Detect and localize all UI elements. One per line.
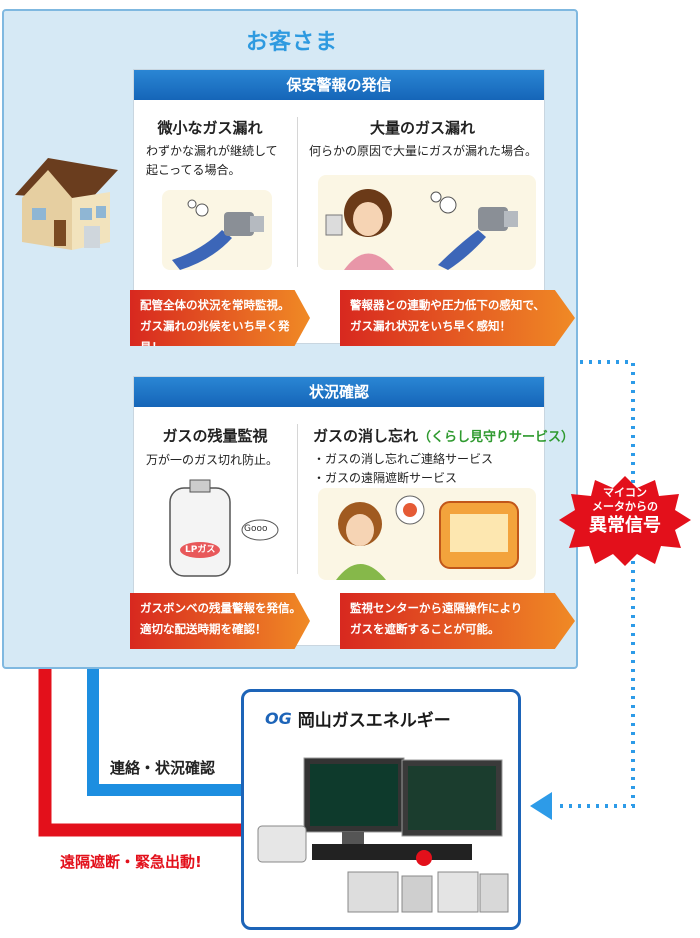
alarm-divider — [297, 117, 298, 267]
company-logo: OG 岡山ガスエネルギー — [265, 706, 451, 731]
major-leak-arrow: 警報器との連動や圧力低下の感知で、 ガス漏れ状況をいち早く感知！ — [340, 290, 575, 346]
forgot-title: ガスの消し忘れ — [313, 427, 418, 445]
contact-label: 連絡・状況確認 — [110, 757, 215, 778]
emergency-label: 遠隔遮断・緊急出動! — [60, 851, 202, 872]
lp-cylinder-illustration: LPガス Gooo — [160, 478, 280, 578]
major-leak-illustration — [318, 175, 536, 270]
remaining-arrow: ガスボンベの残量警報を発信。 適切な配送時期を確認！ — [130, 593, 310, 649]
minor-leak-illustration — [162, 190, 272, 270]
signal-arrowhead — [530, 792, 552, 820]
status-divider — [297, 424, 298, 574]
forgot-service: （くらし見守りサービス） — [418, 430, 574, 445]
gooo-bubble: Gooo — [244, 524, 268, 534]
forgot-bullets: ・ガスの消し忘れご連絡サービス ・ガスの遠隔遮断サービス — [313, 450, 493, 488]
major-leak-desc: 何らかの原因で大量にガスが漏れた場合。 — [309, 142, 537, 161]
remaining-desc: 万が一のガス切れ防止。 — [146, 451, 278, 470]
minor-leak-desc: わずかな漏れが継続して 起こってる場合。 — [146, 142, 278, 180]
customer-title: お客さま — [0, 24, 584, 56]
house-icon — [10, 150, 120, 260]
forgot-illustration — [318, 488, 536, 580]
logo-mark: OG — [265, 709, 292, 728]
alarm-panel-header: 保安警報の発信 — [134, 70, 544, 100]
forgot-title-row: ガスの消し忘れ（くらし見守りサービス） — [313, 425, 574, 446]
company-name: 岡山ガスエネルギー — [298, 706, 451, 731]
remaining-title: ガスの残量監視 — [140, 425, 290, 446]
minor-leak-title: 微小なガス漏れ — [140, 117, 280, 138]
major-leak-title: 大量のガス漏れ — [305, 117, 540, 138]
control-equipment-illustration — [252, 748, 514, 920]
signal-text: マイコン メータからの 異常信号 — [557, 486, 693, 538]
cylinder-label: LPガス — [185, 542, 215, 555]
minor-leak-arrow: 配管全体の状況を常時監視。 ガス漏れの兆候をいち早く発見！ — [130, 290, 310, 346]
forgot-arrow: 監視センターから遠隔操作により ガスを遮断することが可能。 — [340, 593, 575, 649]
status-panel-header: 状況確認 — [134, 377, 544, 407]
